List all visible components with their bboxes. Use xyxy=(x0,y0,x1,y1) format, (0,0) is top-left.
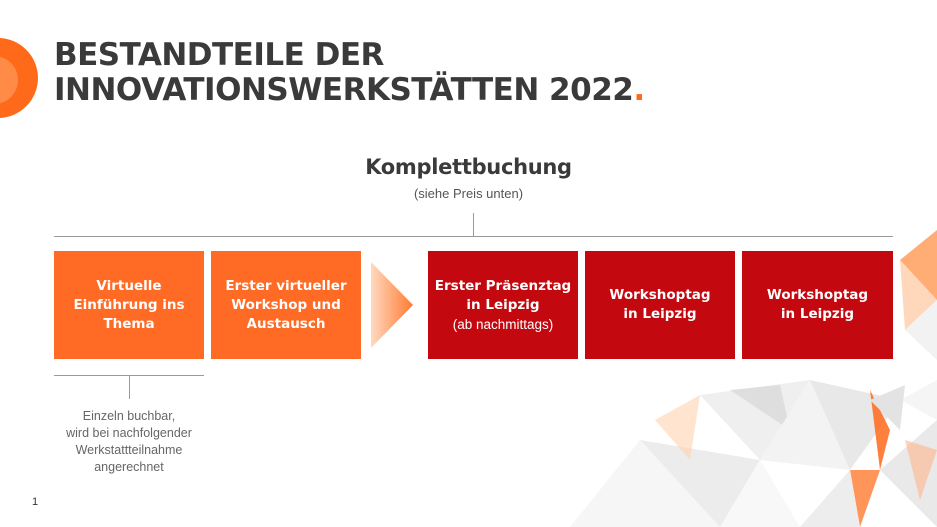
title-line-2: INNOVATIONSWERKSTÄTTEN 2022 xyxy=(54,72,634,108)
chevron-arrow-icon xyxy=(371,262,413,348)
step-label: Workshop und xyxy=(231,296,341,313)
title-dot: . xyxy=(633,72,645,108)
note-line: wird bei nachfolgender xyxy=(66,426,192,440)
page-number: 1 xyxy=(32,496,39,508)
note-line: angerechnet xyxy=(94,460,164,474)
step-label: Erster virtueller xyxy=(225,277,347,294)
booking-subtitle: (siehe Preis unten) xyxy=(413,186,524,201)
booking-title: Komplettbuchung xyxy=(365,155,572,179)
single-booking-note: Einzeln buchbar, wird bei nachfolgender … xyxy=(54,408,204,476)
step-label: Thema xyxy=(103,315,155,332)
title-line-1: BESTANDTEILE DER xyxy=(54,37,384,73)
note-line: Werkstattteilnahme xyxy=(75,443,183,457)
step-workshop-day-2: Workshoptag in Leipzig xyxy=(742,251,893,359)
step-label: in Leipzig xyxy=(466,296,540,313)
step-first-virtual-workshop: Erster virtueller Workshop und Austausch xyxy=(211,251,361,359)
step-first-presence-day: Erster Präsenztag in Leipzig (ab nachmit… xyxy=(428,251,578,359)
step-label: Virtuelle xyxy=(96,277,162,294)
step-label: Einführung ins xyxy=(73,296,185,313)
step-virtual-intro: Virtuelle Einführung ins Thema xyxy=(54,251,204,359)
bracket-connector-top xyxy=(473,213,474,236)
page-title: BESTANDTEILE DER INNOVATIONSWERKSTÄTTEN … xyxy=(54,38,645,108)
title-accent-shape xyxy=(0,38,38,118)
step-workshop-day-1: Workshoptag in Leipzig xyxy=(585,251,735,359)
note-line: Einzeln buchbar, xyxy=(82,409,176,423)
step-sublabel: (ab nachmittags) xyxy=(452,316,554,332)
step-label: in Leipzig xyxy=(623,306,697,322)
step-label: in Leipzig xyxy=(780,306,855,322)
step-label: Erster Präsenztag xyxy=(434,277,572,294)
bracket-connector-bottom xyxy=(129,375,130,399)
bracket-line-top xyxy=(54,236,893,237)
step-label: Workshoptag xyxy=(609,287,711,303)
step-label: Austausch xyxy=(246,315,326,332)
step-label: Workshoptag xyxy=(766,287,869,303)
